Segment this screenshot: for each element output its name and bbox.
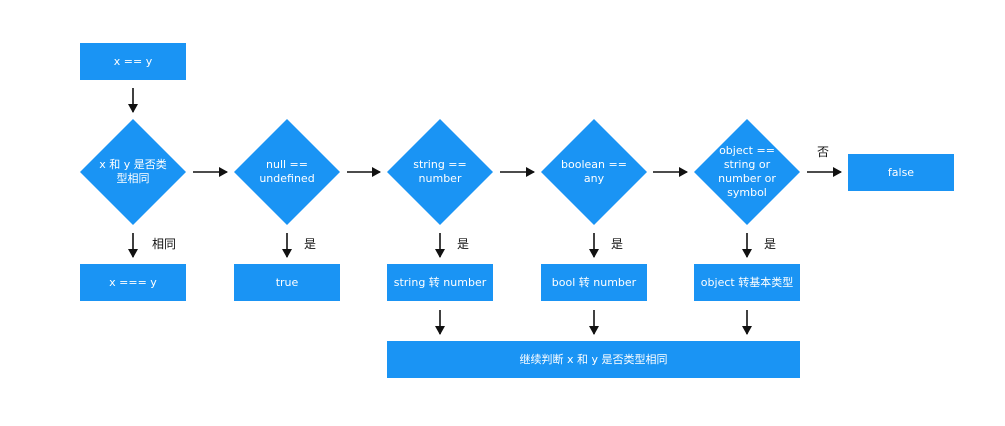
decision-null-undefined-label: null == undefined — [259, 158, 315, 185]
result-node-object-to-primitive-label: object 转基本类型 — [700, 276, 794, 289]
start-node: x == y — [80, 43, 186, 80]
edge-label-yes-boolean: 是 — [611, 237, 624, 251]
continue-node-label: 继续判断 x 和 y 是否类型相同 — [519, 353, 668, 366]
decision-null-undefined: null == undefined — [234, 119, 340, 225]
result-node-true-label: true — [275, 276, 299, 289]
decision-object-primitive-label: object == string or number or symbol — [718, 144, 776, 199]
edge-label-yes-null: 是 — [304, 237, 317, 251]
result-node-string-to-number-label: string 转 number — [393, 276, 487, 289]
decision-same-type-label: x 和 y 是否类型相同 — [99, 158, 167, 185]
decision-same-type: x 和 y 是否类型相同 — [80, 119, 186, 225]
edge-label-no: 否 — [817, 145, 830, 159]
edge-label-yes-string: 是 — [457, 237, 470, 251]
edge-label-yes-object: 是 — [764, 237, 777, 251]
edge-label-same: 相同 — [152, 237, 177, 251]
continue-node: 继续判断 x 和 y 是否类型相同 — [387, 341, 800, 378]
result-node-strict-equal-label: x === y — [109, 276, 157, 289]
false-node: false — [848, 154, 954, 191]
decision-string-number-label: string == number — [413, 158, 467, 185]
result-node-string-to-number: string 转 number — [387, 264, 493, 301]
false-node-label: false — [887, 166, 915, 179]
decision-boolean-any: boolean == any — [541, 119, 647, 225]
result-node-strict-equal: x === y — [80, 264, 186, 301]
decision-object-primitive: object == string or number or symbol — [694, 119, 800, 225]
start-node-label: x == y — [113, 55, 153, 68]
result-node-true: true — [234, 264, 340, 301]
result-node-object-to-primitive: object 转基本类型 — [694, 264, 800, 301]
decision-boolean-any-label: boolean == any — [561, 158, 627, 185]
result-node-bool-to-number-label: bool 转 number — [551, 276, 637, 289]
result-node-bool-to-number: bool 转 number — [541, 264, 647, 301]
decision-string-number: string == number — [387, 119, 493, 225]
